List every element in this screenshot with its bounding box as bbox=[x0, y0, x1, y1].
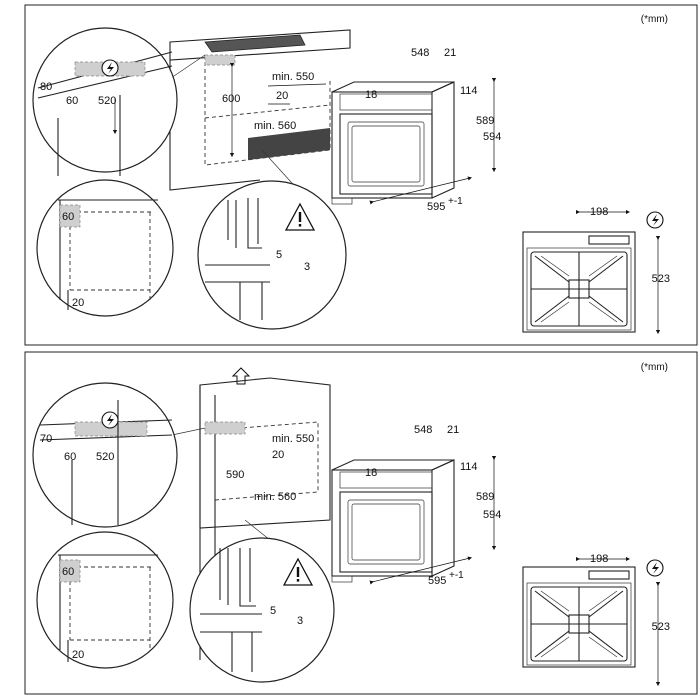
label-gap-5: 5 bbox=[270, 605, 276, 617]
label-oven-589: 589 bbox=[476, 115, 494, 127]
label-oven-594: 594 bbox=[483, 131, 501, 143]
label-side-bottom: 20 bbox=[72, 649, 84, 661]
label-oven-door: 21 bbox=[444, 47, 456, 59]
label-oven-door: 21 bbox=[447, 424, 459, 436]
detail-circle-power bbox=[32, 382, 178, 528]
label-oven-tolerance: +-1 bbox=[448, 196, 463, 207]
label-oven-114: 114 bbox=[460, 461, 478, 473]
label-cabinet-gap: 20 bbox=[272, 449, 284, 461]
label-back-523: 523 bbox=[652, 621, 670, 633]
label-back-523: 523 bbox=[652, 273, 670, 285]
label-cabinet-width: min. 550 bbox=[272, 433, 314, 445]
label-gap-5: 5 bbox=[276, 249, 282, 261]
unit-note: (*mm) bbox=[641, 362, 668, 373]
label-cabinet-depth: min. 560 bbox=[254, 491, 296, 503]
label-gap-3: 3 bbox=[304, 261, 310, 273]
power-icon bbox=[101, 59, 119, 77]
unit-note: (*mm) bbox=[641, 14, 668, 25]
label-side-gap: 60 bbox=[62, 211, 74, 223]
label-side-bottom: 20 bbox=[72, 297, 84, 309]
label-cabinet-height: 600 bbox=[222, 93, 240, 105]
panel-bottom: (*mm) 590 min. 550 20 min. 560 70 60 520… bbox=[24, 351, 698, 695]
label-oven-589: 589 bbox=[476, 491, 494, 503]
label-zoom-depth: 60 bbox=[66, 95, 78, 107]
label-oven-114: 114 bbox=[460, 85, 478, 97]
label-oven-18: 18 bbox=[365, 89, 377, 101]
label-zoom-520: 520 bbox=[98, 95, 116, 107]
label-zoom-height: 70 bbox=[40, 433, 52, 445]
label-cabinet-gap: 20 bbox=[276, 90, 288, 102]
label-gap-3: 3 bbox=[297, 615, 303, 627]
label-oven-tolerance: +-1 bbox=[449, 570, 464, 581]
label-cabinet-height: 590 bbox=[226, 469, 244, 481]
label-oven-594: 594 bbox=[483, 509, 501, 521]
label-zoom-520: 520 bbox=[96, 451, 114, 463]
power-icon bbox=[646, 559, 664, 577]
label-side-gap: 60 bbox=[62, 566, 74, 578]
label-oven-depth: 548 bbox=[411, 47, 429, 59]
label-cabinet-width: min. 550 bbox=[272, 71, 314, 83]
label-zoom-depth: 60 bbox=[64, 451, 76, 463]
label-oven-depth: 548 bbox=[414, 424, 432, 436]
detail-circle-side bbox=[36, 531, 174, 669]
panel-top: (*mm) 600 min. 550 20 min. 560 80 60 520… bbox=[24, 4, 698, 346]
detail-circle-gap bbox=[197, 180, 347, 330]
label-zoom-height: 80 bbox=[40, 81, 52, 93]
power-icon bbox=[101, 411, 119, 429]
label-oven-width: 595 bbox=[427, 201, 445, 213]
label-oven-width: 595 bbox=[428, 575, 446, 587]
label-cabinet-depth: min. 560 bbox=[254, 120, 296, 132]
power-icon bbox=[646, 211, 664, 229]
label-oven-18: 18 bbox=[365, 467, 377, 479]
detail-circle-gap bbox=[189, 537, 335, 683]
